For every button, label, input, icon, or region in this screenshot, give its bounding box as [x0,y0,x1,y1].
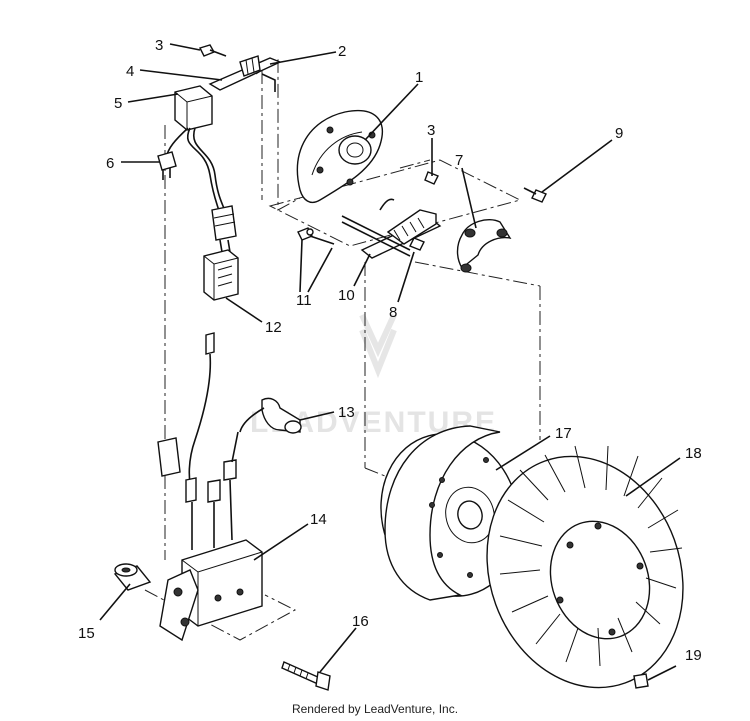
screw-3-upper [199,44,227,57]
screw-19 [633,665,677,689]
coil-wires [157,332,239,550]
spacer-15 [113,563,152,591]
leader-lines [99,43,681,673]
stator-plate [296,110,383,204]
callout-3-right: 3 [427,122,435,139]
callout-labels: 3 2 4 5 6 1 3 9 7 10 8 11 12 13 14 15 16… [78,37,702,664]
callout-17: 17 [555,425,572,442]
callout-7: 7 [455,152,463,169]
connector-block-12 [203,249,239,301]
callout-11: 11 [296,292,312,309]
screw-8 [409,237,425,251]
callout-12: 12 [265,319,282,336]
connector-6 [157,151,177,180]
spark-plug-cap [239,397,302,434]
callout-4: 4 [126,63,134,80]
screw-3-right [424,168,439,185]
callout-16: 16 [352,613,369,630]
pickup-coil [341,198,442,259]
callout-6: 6 [106,155,114,172]
cooling-fan [486,445,684,689]
footer-credit: Rendered by LeadVenture, Inc. [291,702,459,716]
callout-13: 13 [338,404,355,421]
bolt-16 [281,661,331,691]
flywheel [380,425,520,601]
ignition-coil [159,539,263,642]
wire-harness [165,127,237,253]
callout-5: 5 [114,95,122,112]
regulator-block [174,85,213,131]
callout-2: 2 [338,43,346,60]
callout-15: 15 [78,625,95,642]
callout-3-upper: 3 [155,37,163,54]
callout-10: 10 [338,287,355,304]
screws-11 [297,227,335,245]
callout-18: 18 [685,445,702,462]
callout-14: 14 [310,511,327,528]
callout-9: 9 [615,125,623,142]
callout-8: 8 [389,304,397,321]
magnet-shoe-7 [456,218,512,273]
screw-9 [523,187,547,203]
callout-19: 19 [685,647,702,664]
wire-clamp [208,55,282,92]
callout-1: 1 [415,69,423,86]
